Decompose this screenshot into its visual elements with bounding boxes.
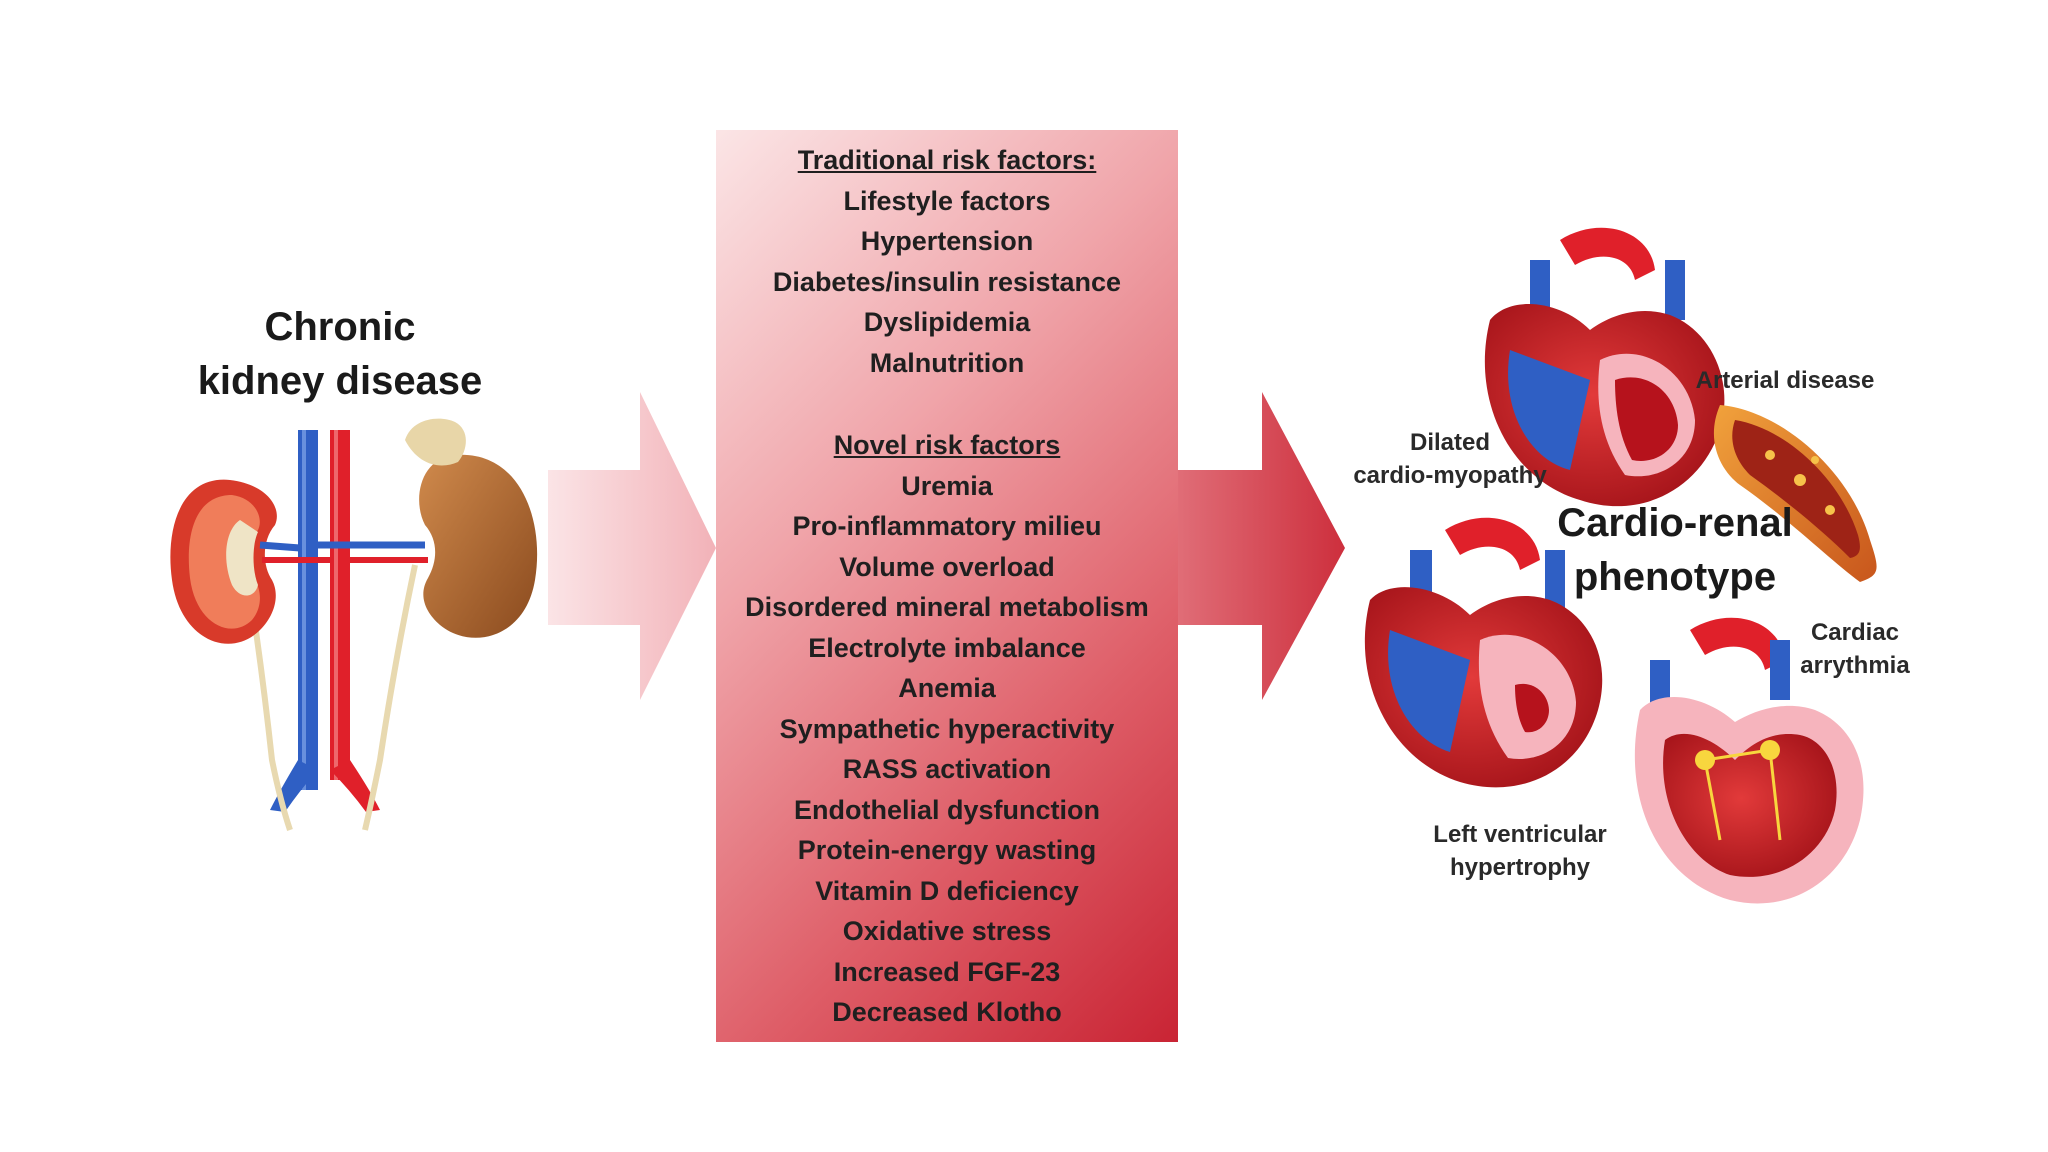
novel-item: Volume overload [839, 551, 1055, 582]
novel-item: Endothelial dysfunction [793, 794, 1100, 825]
novel-heading: Novel risk factors [833, 430, 1061, 460]
heart-dilated-cardiomyopathy [1484, 227, 1725, 507]
traditional-risk-factors: Traditional risk factors: Lifestyle fact… [716, 140, 1178, 383]
label-cardiac-arrythmia: Cardiac arrythmia [1780, 616, 1930, 682]
label-dilated-cardiomyopathy: Dilated cardio-myopathy [1340, 426, 1560, 492]
heart-arrhythmia [1634, 617, 1864, 904]
novel-item: Increased FGF-23 [833, 956, 1061, 987]
novel-item: Vitamin D deficiency [815, 875, 1079, 906]
label-arterial-disease: Arterial disease [1680, 364, 1890, 397]
novel-item: Electrolyte imbalance [808, 632, 1086, 663]
ckd-title-line1: Chronic [264, 305, 416, 349]
novel-item: Sympathetic hyperactivity [779, 713, 1115, 744]
right-arrow [1178, 392, 1345, 700]
label-lv-hypertrophy: Left ventricular hypertrophy [1410, 818, 1630, 884]
label-dilated-line1: Dilated [1409, 429, 1490, 456]
novel-item: Disordered mineral metabolism [745, 592, 1149, 622]
traditional-item: Hypertension [860, 226, 1034, 256]
novel-risk-factors: Novel risk factors Uremia Pro-inflammato… [716, 425, 1178, 1033]
traditional-item: Diabetes/insulin resistance [772, 266, 1122, 297]
risk-factors-box [716, 130, 1178, 1042]
traditional-item: Malnutrition [869, 347, 1025, 378]
ckd-title: Chronic kidney disease [150, 300, 530, 408]
ckd-title-line2: kidney disease [197, 359, 483, 403]
label-arrhythmia-line1: Cardiac [1810, 619, 1900, 646]
cardio-renal-title: Cardio-renal phenotype [1545, 496, 1805, 604]
heart-lv-hypertrophy [1364, 517, 1603, 788]
novel-item: Oxidative stress [842, 916, 1052, 946]
left-arrow [548, 392, 716, 700]
novel-item: Uremia [901, 470, 993, 501]
artery-illustration [1713, 405, 1877, 582]
label-dilated-line2: cardio-myopathy [1353, 462, 1547, 489]
label-lvh-line2: hypertrophy [1449, 854, 1590, 881]
traditional-heading: Traditional risk factors: [797, 145, 1097, 175]
novel-item: Protein-energy wasting [797, 835, 1097, 865]
kidney-illustration [170, 418, 538, 831]
traditional-item: Lifestyle factors [843, 185, 1051, 216]
label-arrhythmia-line2: arrythmia [1800, 652, 1910, 679]
traditional-item: Dyslipidemia [863, 307, 1031, 337]
cardio-renal-line1: Cardio-renal [1557, 501, 1793, 545]
novel-item: Pro-inflammatory milieu [792, 511, 1102, 541]
novel-item: Decreased Klotho [832, 997, 1062, 1027]
label-lvh-line1: Left ventricular [1433, 821, 1607, 848]
novel-item: Anemia [898, 673, 996, 703]
novel-item: RASS activation [842, 754, 1052, 784]
cardio-renal-line2: phenotype [1573, 555, 1777, 599]
label-arterial-text: Arterial disease [1695, 367, 1875, 394]
